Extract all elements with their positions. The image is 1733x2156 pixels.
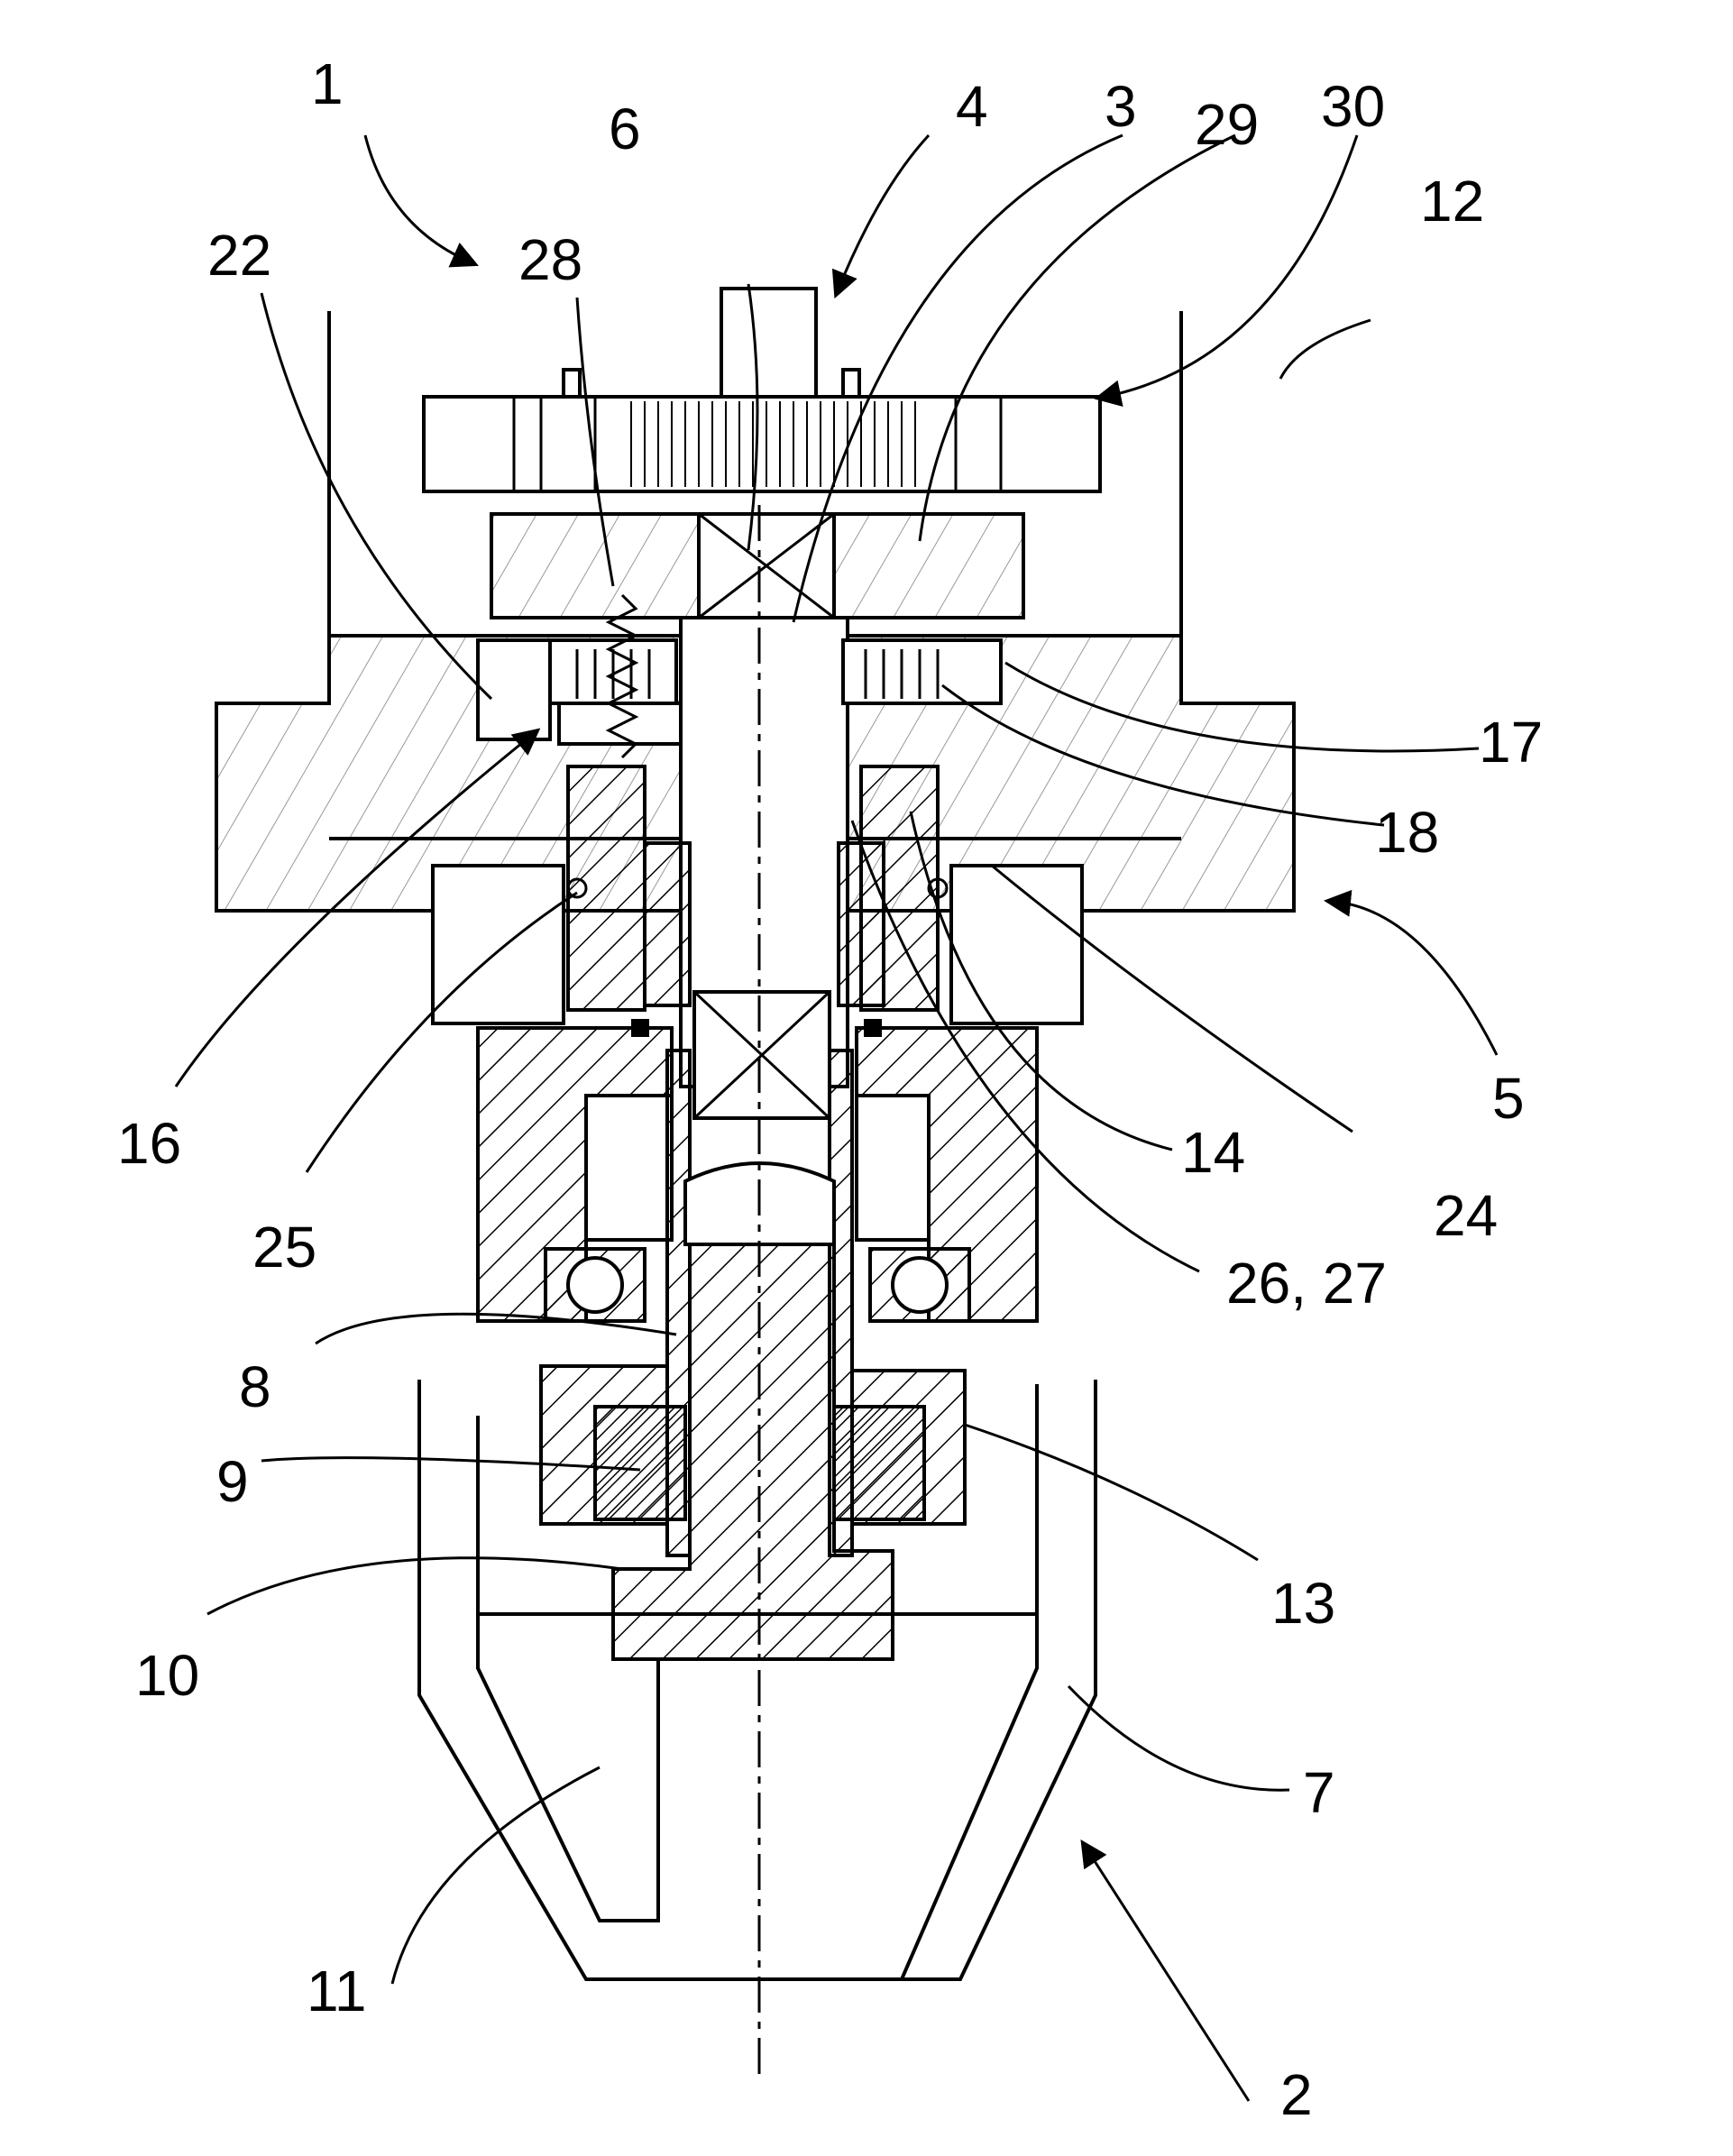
label-24: 24 [1434, 1183, 1498, 1248]
label-9: 9 [216, 1449, 249, 1514]
label-3: 3 [1105, 74, 1137, 139]
label-6: 6 [609, 96, 641, 161]
label-22: 22 [207, 223, 271, 288]
label-10: 10 [135, 1643, 199, 1708]
ring-24-left [433, 866, 564, 1023]
label-4: 4 [956, 74, 988, 139]
label-17: 17 [1479, 710, 1543, 775]
label-30: 30 [1321, 74, 1385, 139]
shaft-4 [721, 289, 816, 397]
label-1: 1 [311, 51, 344, 116]
label-7: 7 [1303, 1760, 1335, 1825]
label-14: 14 [1181, 1120, 1245, 1185]
label-29: 29 [1195, 92, 1259, 157]
label-18: 18 [1375, 800, 1439, 865]
label-13: 13 [1271, 1571, 1335, 1636]
ring-24-right [951, 866, 1082, 1023]
label-28: 28 [518, 227, 582, 292]
label-8: 8 [239, 1354, 271, 1419]
label-12: 12 [1420, 169, 1484, 234]
gear-29 [491, 514, 1023, 618]
label-26-27: 26, 27 [1226, 1251, 1387, 1316]
label-2: 2 [1280, 2062, 1313, 2127]
label-5: 5 [1492, 1066, 1525, 1131]
label-16: 16 [117, 1111, 181, 1176]
label-11: 11 [307, 1959, 366, 2023]
magnet-9 [595, 1407, 685, 1519]
shaft-3 [681, 618, 848, 1118]
label-25: 25 [252, 1215, 316, 1280]
